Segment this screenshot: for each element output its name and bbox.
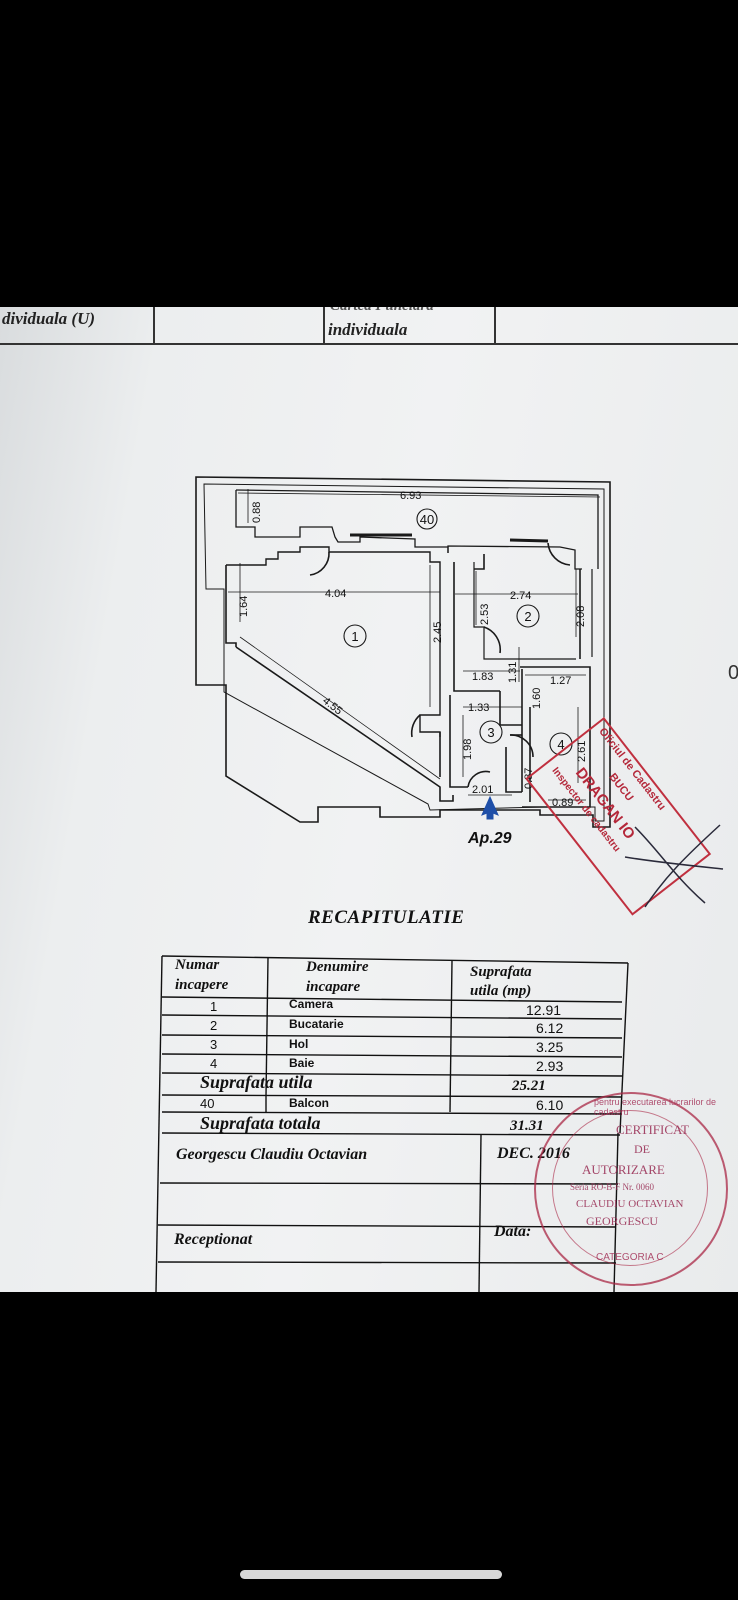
total-area-label: Suprafata totala	[200, 1113, 321, 1133]
recap-title: RECAPITULATIE	[308, 907, 465, 928]
home-indicator[interactable]	[240, 1570, 502, 1579]
dim-top-width: 6.93	[400, 490, 421, 502]
room-label-2: 2	[524, 609, 531, 624]
balcony-name: Balcon	[289, 1096, 330, 1110]
row-2-name: Bucatarie	[289, 1017, 344, 1031]
dim-bath-bottom-left: 0.87	[523, 768, 535, 789]
authorization-stamp: pentru executarea lucrarilor de cadastru…	[534, 1092, 734, 1286]
room-label-40: 40	[420, 512, 434, 527]
room-label-3: 3	[487, 725, 494, 740]
header-left-cell: dividuala (U)	[2, 309, 96, 328]
dim-bath-width: 1.27	[550, 675, 571, 687]
dim-room2-height-b: 2.08	[575, 606, 587, 627]
room-label-4: 4	[557, 737, 564, 752]
dim-room2-height-a: 2.53	[479, 604, 491, 625]
dim-room1-width: 4.04	[325, 588, 346, 600]
dim-bath-bottom: 0.89	[552, 797, 573, 809]
header-divider-2	[323, 307, 325, 344]
floor-plan: 40 1 2 3 4 6.93 0.88 4.04 1.64 2.45 4.55…	[195, 476, 738, 847]
row-2-num: 2	[210, 1018, 218, 1033]
useful-area-value: 25.21	[512, 1078, 546, 1094]
dim-balcony-left: 0.88	[251, 502, 263, 523]
balcony-area: 6.10	[536, 1097, 564, 1113]
row-3-name: Hol	[289, 1037, 309, 1051]
header-bottom-line	[0, 343, 738, 345]
header-divider-3	[494, 307, 496, 344]
apartment-label: Ap.29	[467, 830, 512, 847]
author-name: Georgescu Claudiu Octavian	[176, 1146, 368, 1163]
row-2-area: 6.12	[536, 1020, 564, 1036]
row-4-num: 4	[210, 1056, 218, 1071]
dim-hall-height: 1.98	[462, 739, 474, 760]
header-divider-1	[153, 307, 155, 344]
dim-bath-left: 1.60	[531, 688, 543, 709]
document-photo: dividuala (U) Cartea Funciara individual…	[0, 307, 738, 1292]
row-1-name: Camera	[289, 997, 334, 1011]
row-1-num: 1	[210, 999, 218, 1014]
signature-icon	[624, 824, 724, 908]
row-1-area: 12.91	[526, 1002, 562, 1018]
total-area-value: 31.31	[510, 1118, 544, 1134]
header-mid-cell: individuala	[328, 320, 408, 339]
edge-mark: 0	[728, 662, 738, 684]
row-3-area: 3.25	[536, 1039, 564, 1055]
dim-room1-height: 2.45	[432, 622, 444, 643]
dim-bath-height: 2.61	[576, 741, 588, 762]
header-mid-faded: Cartea Funciara	[330, 307, 434, 315]
dim-hall-right: 1.31	[507, 662, 519, 683]
row-4-name: Baie	[289, 1056, 315, 1070]
dim-hall-width: 1.33	[468, 702, 489, 714]
dim-hall-top: 1.83	[472, 671, 493, 683]
dim-room1-left: 1.64	[238, 596, 250, 617]
useful-area-label: Suprafata utila	[200, 1072, 313, 1092]
dim-hall-bottom: 2.01	[472, 784, 493, 796]
received-label: Receptionat	[174, 1231, 253, 1248]
dim-room2-width: 2.74	[510, 590, 531, 602]
room-label-1: 1	[351, 629, 358, 644]
row-4-area: 2.93	[536, 1058, 564, 1074]
entrance-arrow-icon	[481, 795, 499, 820]
data-label: Data:	[494, 1223, 532, 1240]
row-3-num: 3	[210, 1037, 218, 1052]
balcony-num: 40	[200, 1096, 215, 1111]
